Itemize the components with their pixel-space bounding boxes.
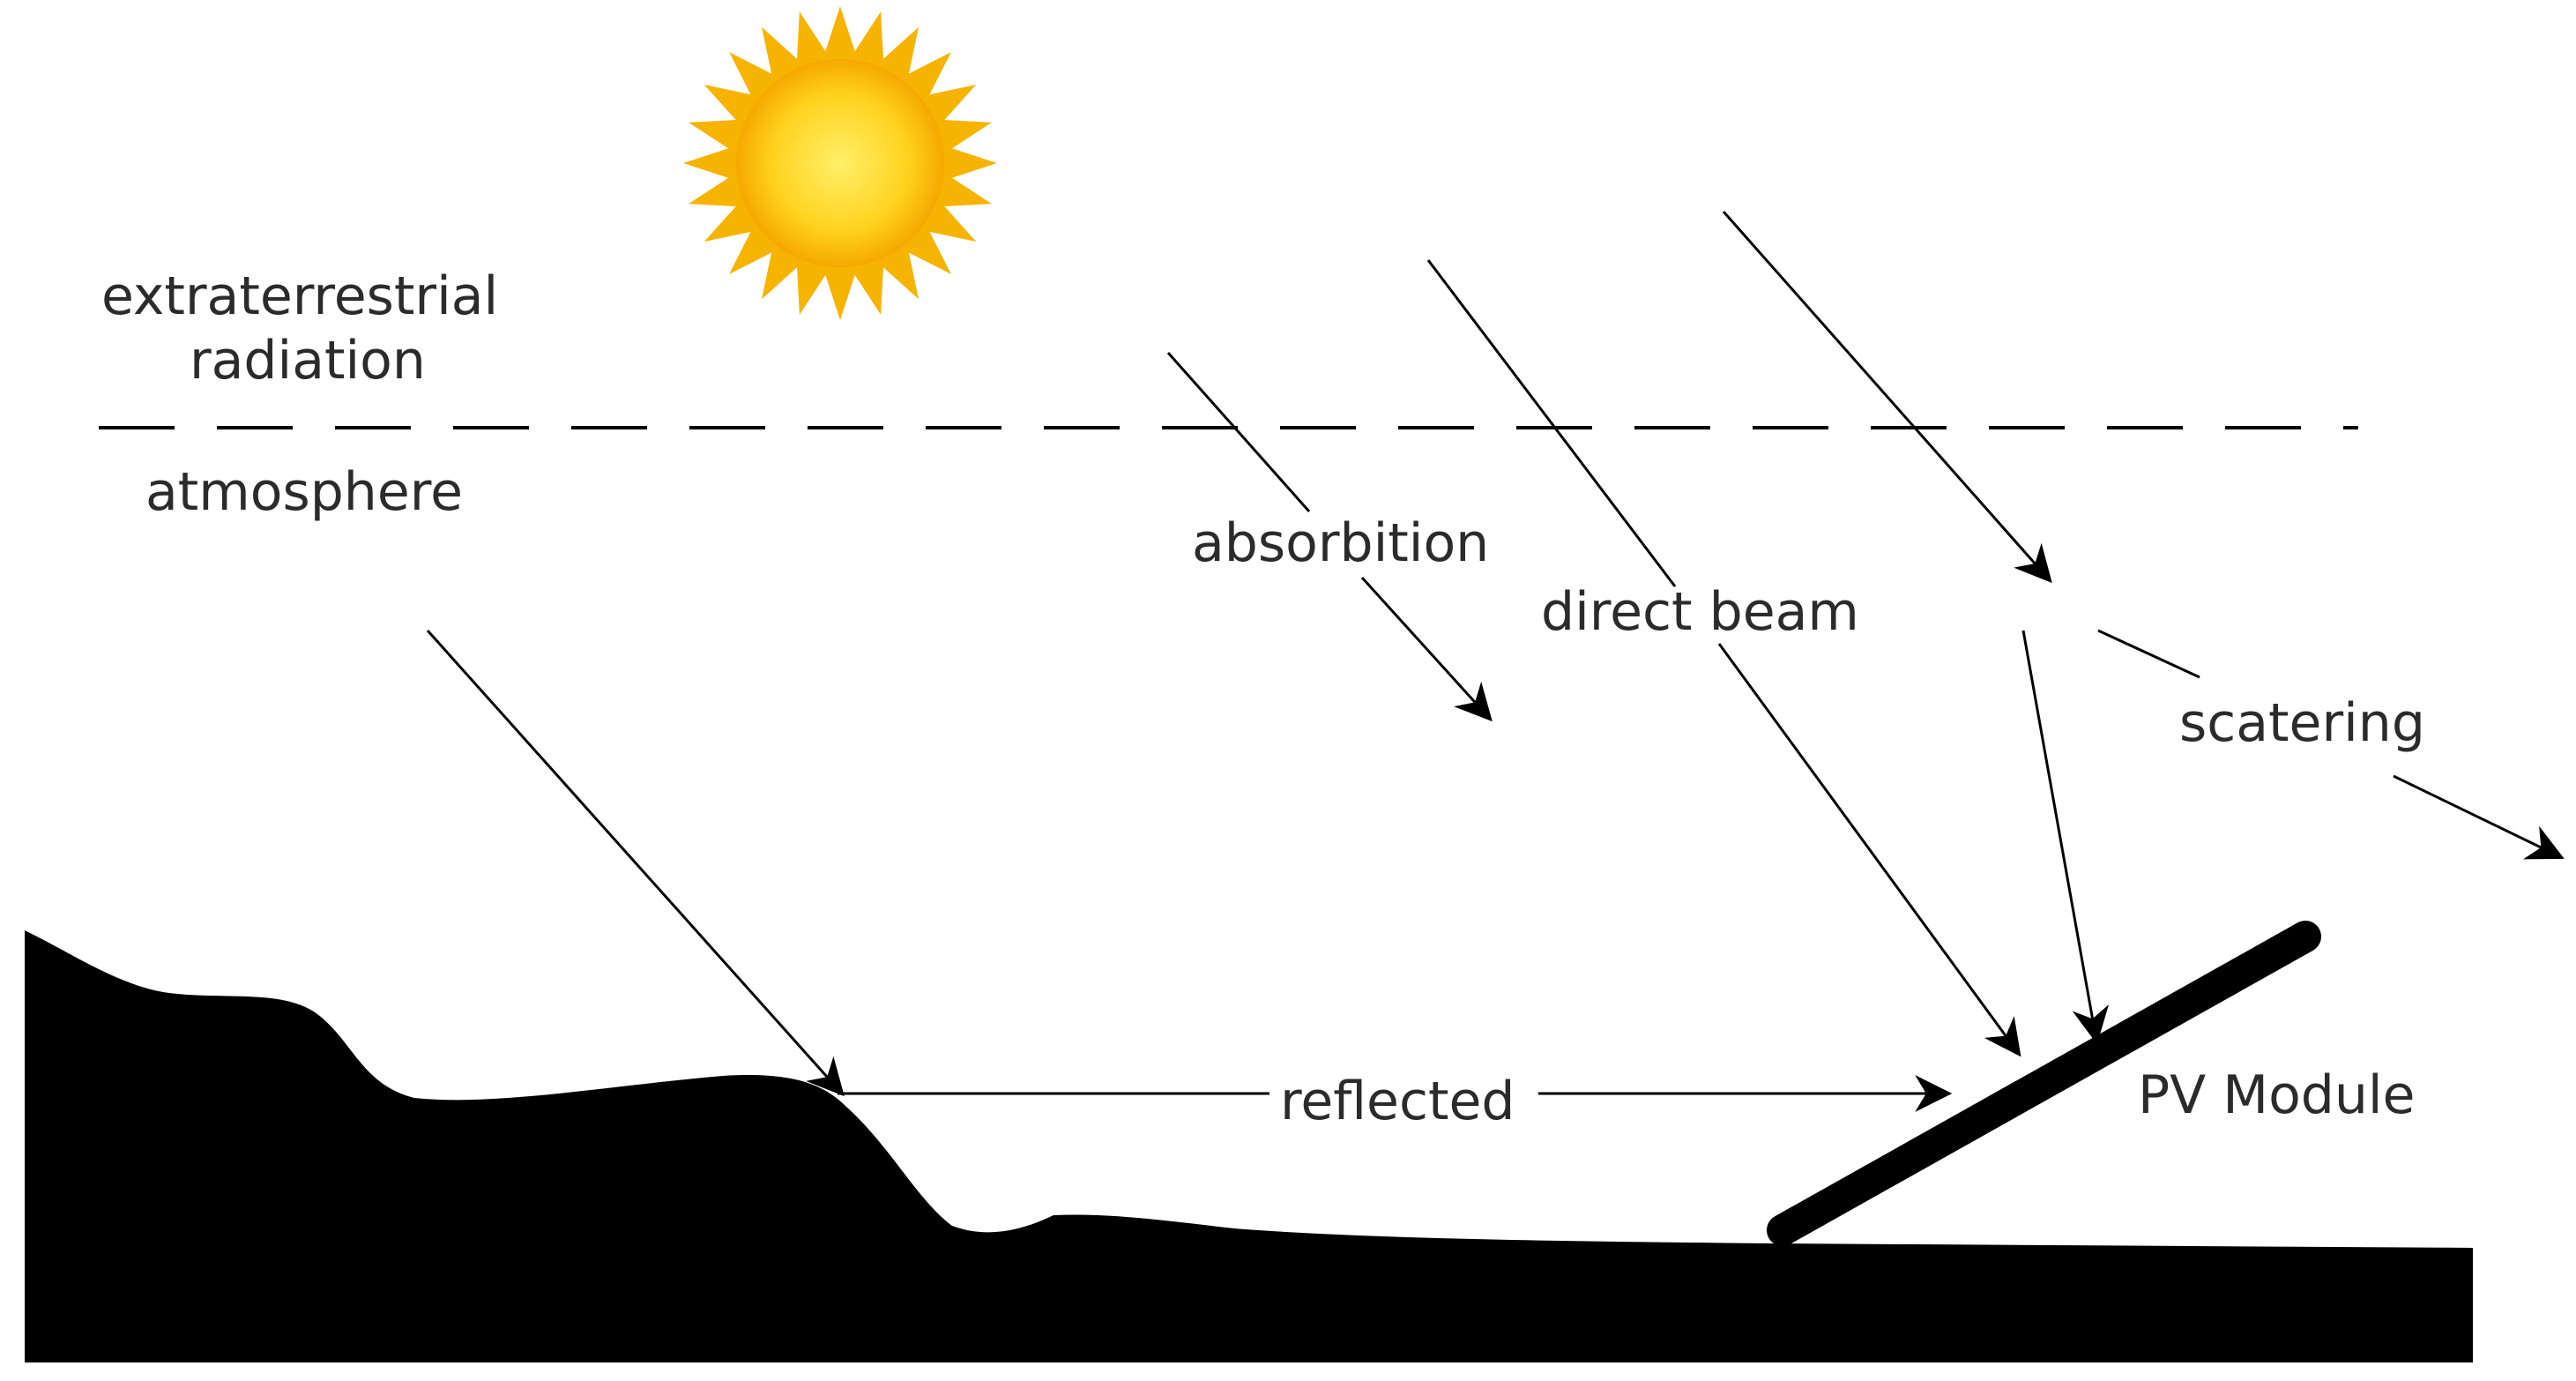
extraterrestrial-label-line1: extraterrestrial xyxy=(101,265,499,327)
pv-module-panel xyxy=(1767,921,2321,1246)
direct-beam-ray-lower xyxy=(1717,643,2021,1057)
ground-terrain xyxy=(25,930,2473,1362)
scatter-down-ray xyxy=(2021,630,2110,1045)
atmosphere-label: atmosphere xyxy=(145,461,463,523)
extraterrestrial-label-line2: radiation xyxy=(190,330,426,392)
direct-beam-ray-upper xyxy=(1426,259,1677,587)
ground-incident-ray xyxy=(426,629,845,1097)
scatter-incoming-ray xyxy=(1722,211,2052,584)
absorption-ray-upper xyxy=(1166,352,1311,512)
scatter-out-ray-lower xyxy=(2393,774,2565,860)
sun-icon xyxy=(683,6,997,320)
scatter-out-ray-upper xyxy=(2097,629,2200,679)
pv-module-label: PV Module xyxy=(2138,1064,2416,1126)
absorption-label: absorbition xyxy=(1192,512,1490,574)
reflected-label: reflected xyxy=(1280,1071,1515,1132)
scattering-label: scatering xyxy=(2179,692,2425,754)
absorption-ray-lower xyxy=(1360,576,1493,722)
direct-beam-label: direct beam xyxy=(1541,581,1859,643)
